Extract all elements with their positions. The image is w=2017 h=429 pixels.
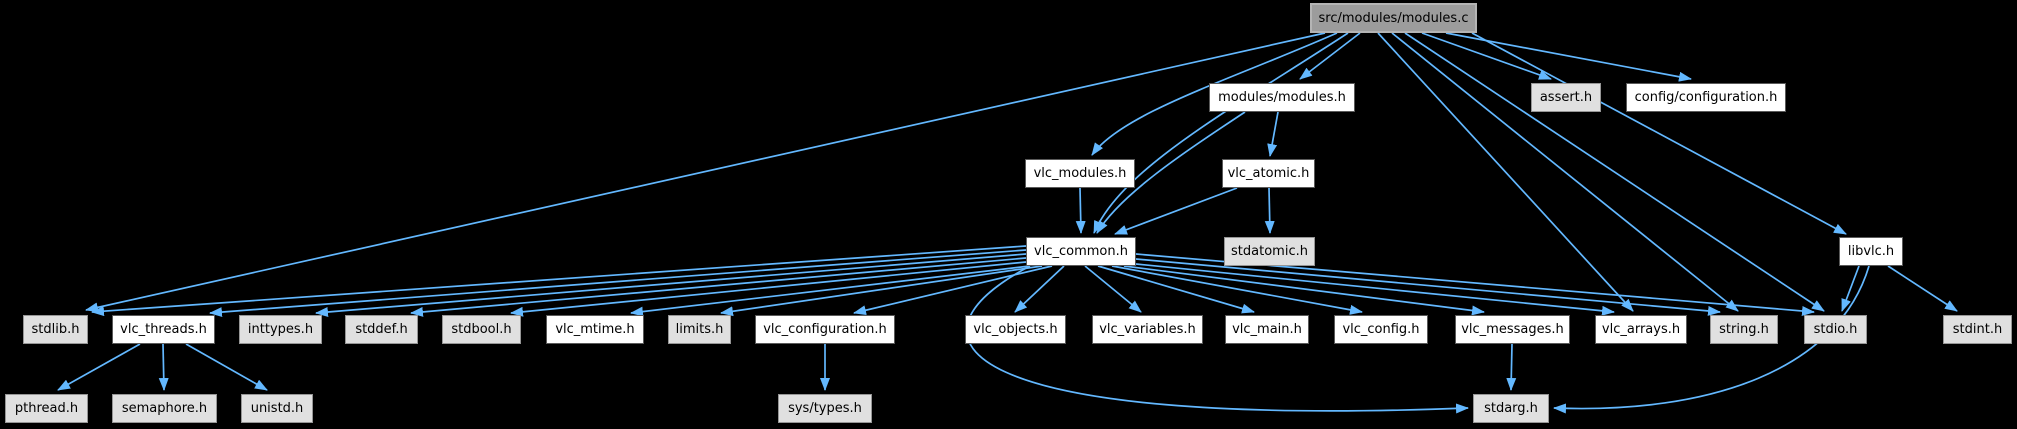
edge-libvlc-stdarg [1553,265,1870,414]
edge-vlc_common-stddef [410,257,1027,317]
node-sys-types-h[interactable]: sys/types.h [778,394,872,423]
node-libvlc-h[interactable]: libvlc.h [1839,237,1903,266]
node-unistd-h[interactable]: unistd.h [241,394,313,423]
node-stddef-h[interactable]: stddef.h [345,315,418,344]
node-vlc-messages-h[interactable]: vlc_messages.h [1455,315,1570,344]
node-modules-modules-h[interactable]: modules/modules.h [1209,83,1355,112]
node-stdbool-h[interactable]: stdbool.h [442,315,521,344]
edge-vlc_common-vlc_threads [209,249,1027,318]
edge-vlc_common-vlc_config [1111,265,1363,315]
edge-vlc_common-vlc_arrays [1135,263,1615,316]
node-pthread-h[interactable]: pthread.h [5,394,88,423]
node-vlc-mtime-h[interactable]: vlc_mtime.h [546,315,644,344]
node-src-modules-modules-c[interactable]: src/modules/modules.c [1310,3,1477,33]
node-vlc-common-h[interactable]: vlc_common.h [1026,237,1136,266]
edge-vlc_threads-unistd [185,343,268,391]
edge-vlc_common-vlc_messages [1123,265,1485,316]
edge-root-modules_h [1299,32,1361,80]
edge-vlc_threads-semaphore [158,343,169,391]
node-string-h[interactable]: string.h [1710,315,1778,344]
node-stdlib-h[interactable]: stdlib.h [23,315,88,344]
edge-vlc_common-vlc_main [1097,265,1255,314]
edge-root-vlc_modules [1091,32,1338,156]
node-vlc-atomic-h[interactable]: vlc_atomic.h [1222,159,1315,188]
node-stdio-h[interactable]: stdio.h [1804,315,1867,344]
edge-root-stdio [1404,32,1825,312]
node-vlc-threads-h[interactable]: vlc_threads.h [112,315,215,344]
edge-root-config_configuration [1445,32,1692,82]
edge-vlc_threads-pthread [57,343,141,391]
edge-modules_h-vlc_common [1096,111,1246,234]
edge-vlc_modules-vlc_common [1075,187,1086,234]
edge-vlc_common-stdlib [91,245,1027,317]
node-vlc-arrays-h[interactable]: vlc_arrays.h [1595,315,1687,344]
edge-vlc_common-stdbool [510,261,1027,317]
edge-vlc_common-string [1135,258,1721,316]
edge-vlc_common-inttypes [315,253,1027,317]
edge-vlc_messages-stdarg [1506,343,1517,391]
node-vlc-variables-h[interactable]: vlc_variables.h [1092,315,1203,344]
edge-root-vlc_arrays [1377,32,1634,312]
edge-libvlc-stdio [1841,265,1860,312]
node-assert-h[interactable]: assert.h [1531,83,1601,112]
node-inttypes-h[interactable]: inttypes.h [239,315,322,344]
node-vlc-config-h[interactable]: vlc_config.h [1334,315,1428,344]
edge-vlc_common-vlc_variables [1084,265,1142,313]
node-stdint-h[interactable]: stdint.h [1943,315,2012,344]
edge-root-string [1391,32,1739,312]
node-config-configuration-h[interactable]: config/configuration.h [1626,83,1786,112]
edge-root-stdlib [85,32,1326,313]
node-stdarg-h[interactable]: stdarg.h [1473,394,1549,423]
edge-vlc_common-vlc_objects [1014,265,1065,313]
edge-vlc_common-vlc_mtime [630,265,1031,317]
edge-vlc_common-stdarg [965,265,1469,414]
edge-modules_h-vlc_atomic [1267,111,1279,157]
edge-root-libvlc [1471,32,1847,235]
edge-vlc_atomic-vlc_common [1114,187,1238,235]
edge-root-assert [1421,32,1552,80]
edge-vlc_common-limits [720,265,1043,317]
edge-vlc_atomic-stdatomic [1264,187,1275,234]
node-vlc-modules-h[interactable]: vlc_modules.h [1025,159,1135,188]
edge-libvlc-stdint [1887,265,1958,312]
edge-vlc_common-vlc_configuration [853,265,1053,316]
node-limits-h[interactable]: limits.h [668,315,731,344]
node-vlc-main-h[interactable]: vlc_main.h [1225,315,1309,344]
node-stdatomic-h[interactable]: stdatomic.h [1224,237,1315,266]
node-semaphore-h[interactable]: semaphore.h [112,394,217,423]
edge-root-vlc_common [1093,32,1349,234]
node-vlc-objects-h[interactable]: vlc_objects.h [965,315,1066,344]
node-vlc-configuration-h[interactable]: vlc_configuration.h [755,315,895,344]
